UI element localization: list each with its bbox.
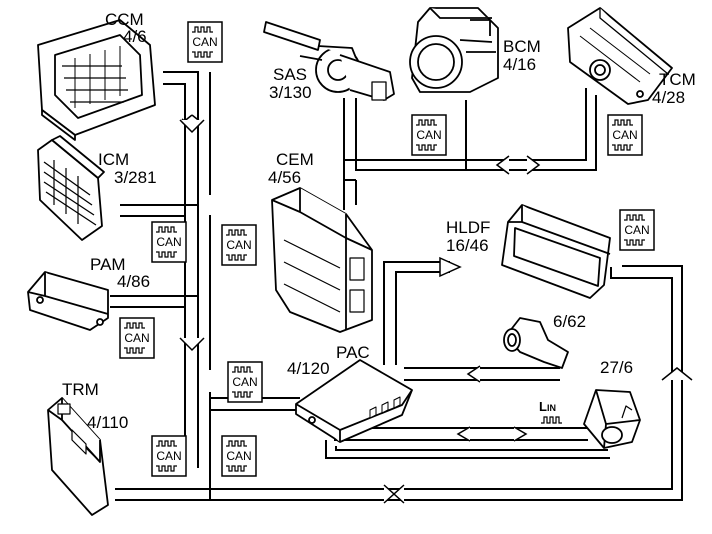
- ccm-code: 4/6: [123, 27, 147, 46]
- ccm-module-drawing: [37, 19, 156, 141]
- can-label: CAN: [151, 221, 187, 263]
- sas-name: SAS: [273, 65, 307, 84]
- hldf-module-drawing: [501, 204, 611, 299]
- bcm-module-drawing: [409, 7, 499, 93]
- arrow-left-trunk: [179, 337, 205, 352]
- pac-code: 4/120: [287, 359, 330, 378]
- trm-module-drawing: [47, 397, 109, 516]
- svg-text:CAN: CAN: [156, 235, 181, 249]
- arrow-pac-lin: [456, 426, 471, 442]
- sensor-code: 6/62: [553, 312, 586, 331]
- hldf-code: 16/46: [446, 236, 489, 255]
- svg-text:CAN: CAN: [192, 35, 217, 49]
- svg-text:CAN: CAN: [226, 238, 251, 252]
- icm-code: 3/281: [114, 168, 157, 187]
- can-label: CAN: [411, 114, 447, 156]
- sensor-drawing: [503, 317, 569, 369]
- ccm-name: CCM: [105, 10, 144, 29]
- svg-text:CAN: CAN: [226, 449, 251, 463]
- bus-lines: [110, 71, 683, 501]
- arrow-sensor: [466, 365, 481, 383]
- tcm-module-drawing: [567, 7, 673, 105]
- can-label: CAN: [221, 224, 257, 266]
- bcm-name: BCM: [503, 37, 541, 56]
- svg-text:CAN: CAN: [416, 128, 441, 142]
- sas-module-drawing: [263, 21, 395, 101]
- can-label: CAN: [187, 21, 223, 63]
- module-labels: CCM 4/6 ICM 3/281 PAM 4/86 TRM 4/110 SAS…: [62, 10, 696, 432]
- cem-code: 4/56: [268, 168, 301, 187]
- cem-module-drawing: [271, 187, 373, 333]
- pam-name: PAM: [90, 255, 126, 274]
- tcm-code: 4/28: [652, 88, 685, 107]
- camera-code: 27/6: [600, 358, 633, 377]
- bcm-code: 4/16: [503, 55, 536, 74]
- icm-name: ICM: [98, 150, 129, 169]
- can-label: CAN: [221, 435, 257, 477]
- svg-text:CAN: CAN: [156, 449, 181, 463]
- can-label: CAN: [619, 209, 655, 251]
- svg-text:LIN: LIN: [539, 399, 556, 414]
- pam-code: 4/86: [117, 272, 150, 291]
- can-label: CAN: [227, 361, 263, 403]
- can-labels: CAN CAN CAN CAN CAN: [119, 21, 655, 477]
- icm-module-drawing: [37, 135, 105, 241]
- tcm-name: TCM: [659, 70, 696, 89]
- can-label: CAN: [607, 114, 643, 156]
- trm-code: 4/110: [87, 413, 128, 432]
- svg-text:CAN: CAN: [612, 128, 637, 142]
- trm-name: TRM: [62, 380, 99, 399]
- bus-arrows: [179, 114, 693, 504]
- arrow-tcm-2: [526, 155, 541, 175]
- arrow-camera: [513, 426, 528, 442]
- svg-text:CAN: CAN: [124, 331, 149, 345]
- svg-text:CAN: CAN: [232, 375, 257, 389]
- can-label: CAN: [119, 317, 155, 359]
- pam-module-drawing: [27, 271, 109, 331]
- arrow-hldf: [439, 256, 462, 278]
- svg-text:CAN: CAN: [624, 223, 649, 237]
- pac-name: PAC: [336, 343, 370, 362]
- cem-name: CEM: [276, 150, 314, 169]
- hldf-name: HLDF: [446, 218, 490, 237]
- arrow-tcm: [495, 155, 510, 175]
- arrow-bottom-2: [392, 484, 405, 504]
- sas-code: 3/130: [269, 83, 312, 102]
- camera-drawing: [583, 389, 641, 449]
- can-label: CAN: [151, 435, 187, 477]
- arrow-right-up: [661, 367, 693, 381]
- pac-module-drawing: [295, 359, 413, 443]
- lin-label: LIN: [539, 399, 562, 424]
